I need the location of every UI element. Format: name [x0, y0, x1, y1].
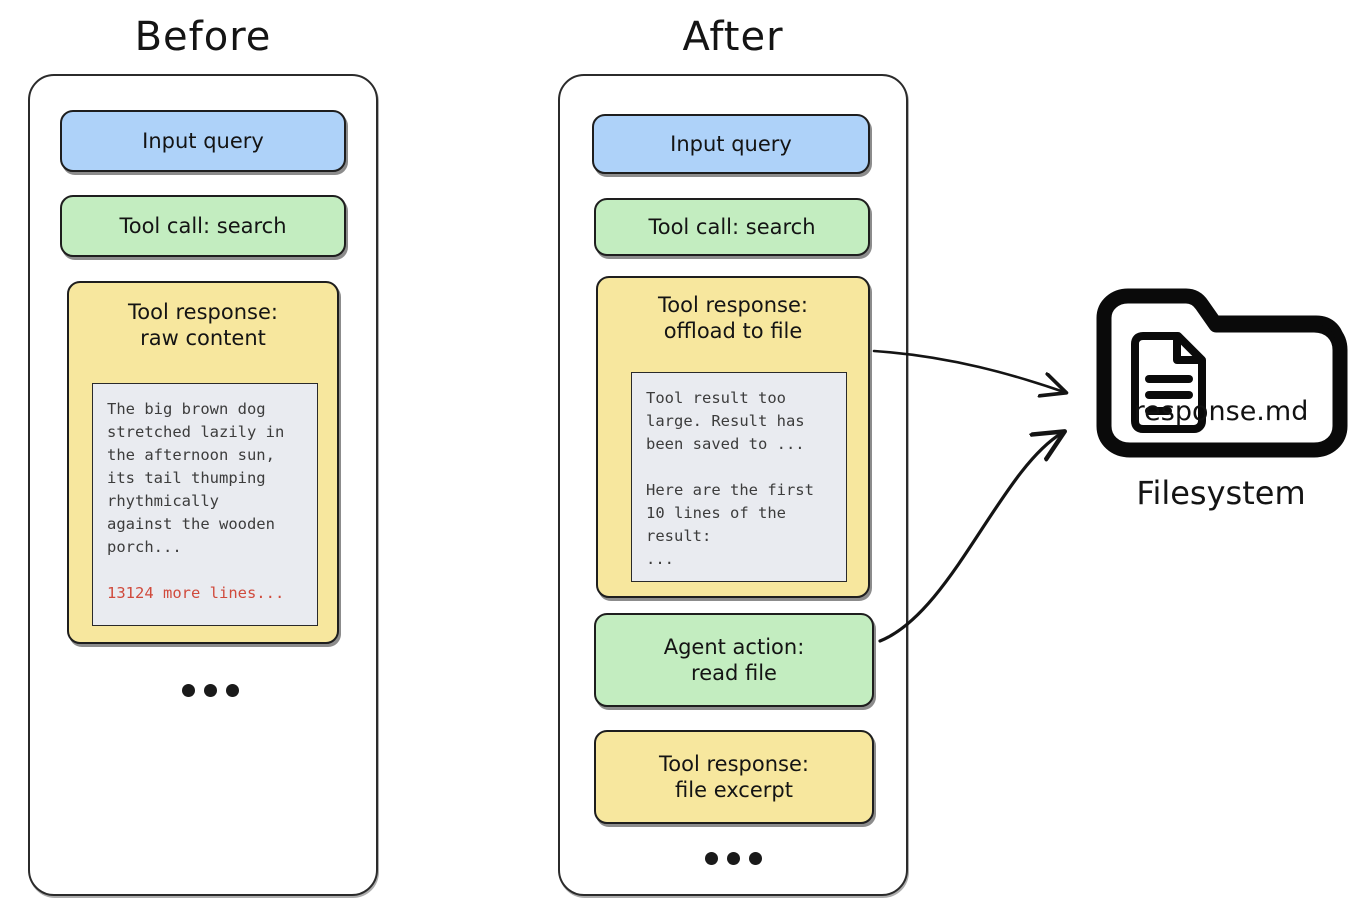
- before-step-tool-response-raw-content-line-1: Tool response:: [128, 300, 278, 324]
- before-step-tool-response-raw-content[interactable]: Tool response: raw content The big brown…: [67, 281, 339, 644]
- after-step-tool-response-file-excerpt-line-2: file excerpt: [675, 778, 793, 802]
- before-step-input-query[interactable]: Input query: [60, 110, 346, 172]
- before-ellipsis-dot-2: [204, 684, 217, 697]
- after-step-agent-action-read-file-line-2: read file: [691, 661, 777, 685]
- after-step-agent-action-read-file-line-1: Agent action:: [663, 634, 805, 659]
- after-step-input-query-line-1: Input query: [670, 131, 792, 156]
- after-step-tool-response-file-excerpt[interactable]: Tool response: file excerpt: [594, 730, 874, 824]
- after-step-tool-response-file-excerpt-line-1: Tool response:: [659, 751, 809, 776]
- file-name-label: response.md: [1133, 396, 1309, 427]
- before-step-tool-call-search-line-1: Tool call: search: [119, 213, 287, 238]
- after-ellipsis: [705, 852, 762, 865]
- folder-with-document-icon[interactable]: [1090, 278, 1352, 463]
- after-step-tool-call-search-line-1: Tool call: search: [648, 214, 816, 239]
- after-step-tool-call-search[interactable]: Tool call: search: [594, 198, 870, 256]
- column-title-before: Before: [134, 14, 272, 60]
- after-code-text: Tool result too large. Result has been s…: [646, 389, 814, 568]
- before-code-text: The big brown dog stretched lazily in th…: [107, 400, 285, 556]
- after-step-input-query[interactable]: Input query: [592, 114, 870, 174]
- after-step-tool-response-offload-line-2: offload to file: [663, 319, 803, 344]
- before-ellipsis-dot-3: [226, 684, 239, 697]
- before-step-tool-response-raw-content-line-2: raw content: [140, 326, 266, 351]
- after-step-tool-response-offload-line-1: Tool response:: [658, 293, 808, 317]
- column-title-after: After: [682, 14, 784, 60]
- filesystem-label: Filesystem: [1136, 474, 1306, 512]
- before-code-more-lines: 13124 more lines...: [107, 583, 285, 602]
- after-ellipsis-dot-1: [705, 852, 718, 865]
- after-ellipsis-dot-3: [749, 852, 762, 865]
- after-step-agent-action-read-file[interactable]: Agent action: read file: [594, 613, 874, 707]
- before-code-panel: The big brown dog stretched lazily in th…: [92, 383, 318, 626]
- filesystem-group: response.md Filesystem: [1090, 278, 1352, 518]
- before-ellipsis: [182, 684, 239, 697]
- before-step-input-query-line-1: Input query: [142, 128, 264, 153]
- before-ellipsis-dot-1: [182, 684, 195, 697]
- after-step-tool-response-offload[interactable]: Tool response: offload to file Tool resu…: [596, 276, 870, 598]
- after-ellipsis-dot-2: [727, 852, 740, 865]
- after-code-panel: Tool result too large. Result has been s…: [631, 372, 847, 582]
- before-step-tool-call-search[interactable]: Tool call: search: [60, 195, 346, 257]
